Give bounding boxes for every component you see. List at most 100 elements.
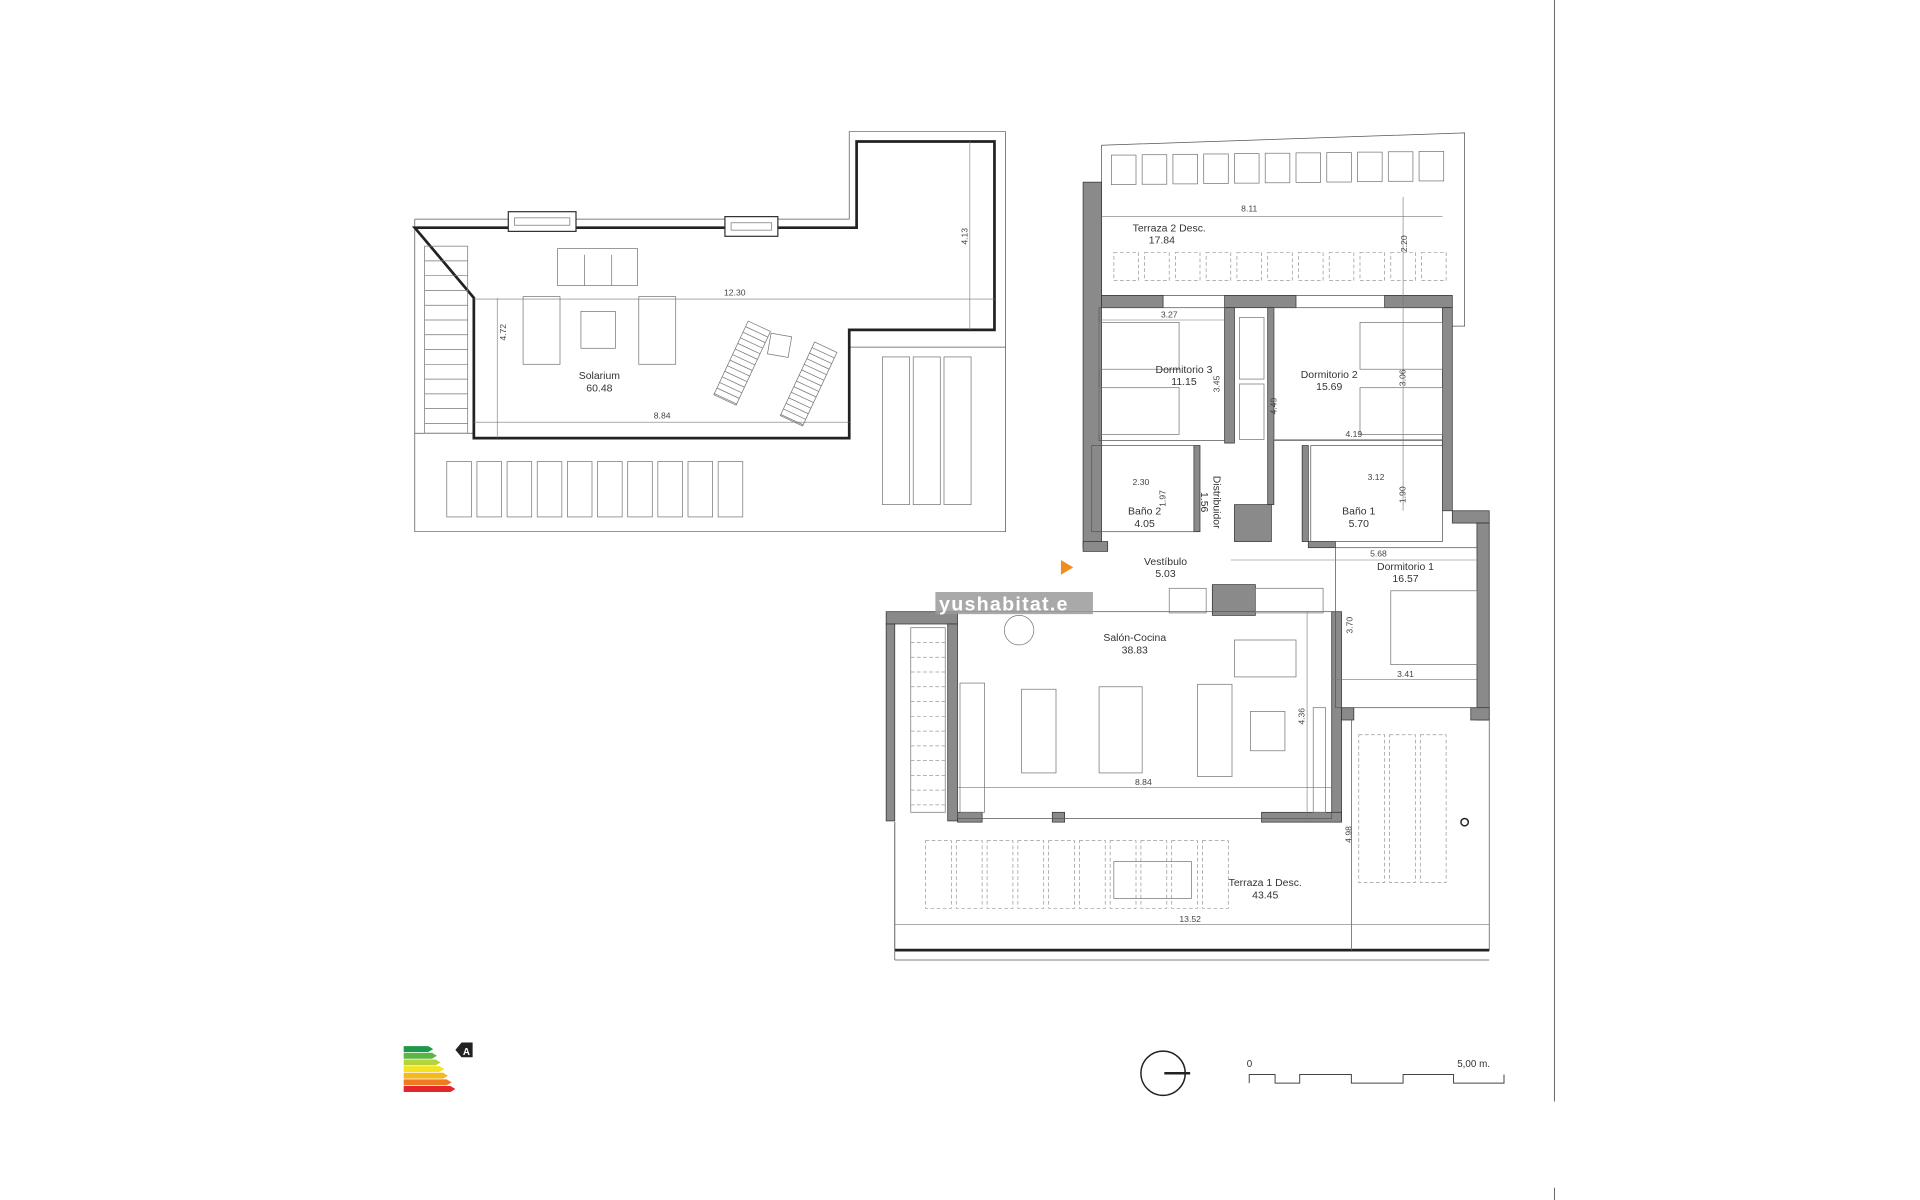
coffee-table (580, 311, 616, 349)
room-name-solarium: Solarium (579, 371, 621, 382)
dimension-label: 3.70 (1345, 617, 1355, 634)
solar-panel (446, 461, 472, 518)
scale-start-label: 0 (1247, 1059, 1253, 1070)
watermark-box (935, 592, 1093, 615)
room-name: Dormitorio 1 (1377, 562, 1434, 573)
room-name: Distribuidor (1211, 476, 1222, 529)
sun-lounger (779, 341, 838, 427)
room-area: 16.57 (1392, 574, 1418, 585)
side-table (767, 332, 793, 358)
dimension-label: 3.27 (1161, 310, 1178, 320)
pergola-slat (1418, 151, 1445, 182)
room-dormitorio-3 (1098, 307, 1225, 441)
solar-panel (536, 461, 563, 518)
dimension-label: 4.13 (959, 228, 969, 245)
room-area: 5.03 (1155, 569, 1176, 580)
solar-panel (687, 461, 713, 518)
apartment-plan: yushabitat.e Terraza 2 Desc. 17.84 Dormi… (885, 132, 1490, 961)
room-name: Terraza 2 Desc. (1133, 223, 1206, 234)
skylight (507, 211, 577, 232)
energy-class-bar (403, 1086, 456, 1092)
room-name: Dormitorio 3 (1156, 365, 1213, 376)
dimension-label: 3.45 (1212, 375, 1222, 392)
room-area: 15.69 (1316, 382, 1342, 393)
pergola-slat (1111, 154, 1137, 185)
pergola (1111, 151, 1445, 185)
scale-bar: 0 5,00 m. (1247, 1059, 1505, 1084)
energy-class-bar (403, 1052, 437, 1059)
solar-panel (597, 461, 623, 518)
energy-class-bar (403, 1079, 452, 1086)
room-area: 38.83 (1122, 646, 1148, 657)
pergola-slat (1264, 152, 1291, 184)
energy-efficiency-label (403, 1046, 456, 1092)
dimension-label: 5.68 (1370, 548, 1387, 558)
room-area: 4.05 (1134, 519, 1155, 530)
room-name: Baño 1 (1342, 506, 1375, 517)
solar-panel (657, 461, 683, 518)
energy-class-bar (403, 1072, 448, 1079)
dimension-label: 8.84 (1135, 777, 1152, 787)
energy-rating-badge: A (455, 1042, 473, 1058)
dimension-label: 3.12 (1368, 472, 1385, 482)
dimension-label: 4.49 (1268, 398, 1278, 415)
room-dormitorio-2 (1273, 307, 1443, 441)
solar-panel (717, 461, 744, 518)
room-name: Baño 2 (1128, 506, 1161, 517)
room-area: 43.45 (1252, 890, 1278, 901)
solarium-plan: 12.30 4.13 4.72 8.84 Solarium 60.48 (411, 131, 1006, 533)
armchair (638, 296, 677, 365)
drain (1460, 817, 1470, 827)
room-area-solarium: 60.48 (586, 383, 612, 394)
dimension-label: 12.30 (724, 287, 746, 297)
room-name: Vestíbulo (1144, 557, 1187, 568)
pergola-slat (1172, 153, 1198, 185)
dimension-label: 3.41 (1397, 669, 1414, 679)
stairs (910, 627, 946, 813)
solar-panel (627, 461, 653, 518)
energy-class-bar (403, 1066, 445, 1072)
solar-panel (567, 461, 593, 518)
armchair (522, 296, 561, 365)
room-area: 1.56 (1198, 492, 1209, 513)
room-bano-1 (1310, 445, 1443, 542)
entrance-arrow-icon (1060, 560, 1074, 575)
pergola-slat (1234, 153, 1260, 184)
energy-class-bar (403, 1046, 434, 1053)
room-name: Salón-Cocina (1103, 633, 1166, 644)
pergola-slat (1387, 151, 1414, 182)
sofa (557, 248, 638, 286)
scale-end-label: 5,00 m. (1457, 1059, 1490, 1070)
room-salon-cocina (957, 611, 1333, 819)
solar-panel (506, 461, 533, 518)
dimension-label: 1.90 (1398, 486, 1408, 503)
svg-text:A: A (463, 1047, 470, 1058)
north-arrow-icon (1140, 1050, 1191, 1097)
stairs (424, 245, 469, 434)
dimension-label: 8.84 (654, 410, 671, 420)
energy-class-bar (403, 1059, 441, 1066)
room-area: 5.70 (1349, 519, 1370, 530)
pergola-slat (1326, 152, 1352, 183)
solar-panels (446, 461, 744, 518)
pergola-slat (1141, 154, 1168, 185)
room-name: Dormitorio 2 (1301, 370, 1358, 381)
dimension-label: 4.36 (1297, 708, 1307, 725)
dimension-label: 4.19 (1345, 429, 1362, 439)
pergola-slat (1357, 151, 1383, 183)
solar-panel (476, 461, 502, 518)
pergola-slat (1203, 153, 1229, 184)
dimension-label: 13.52 (1179, 914, 1201, 924)
sun-lounger (713, 320, 771, 406)
dimension-label: 2.20 (1399, 235, 1409, 252)
dimension-label: 4.98 (1343, 826, 1353, 843)
pergola-slat (1295, 152, 1321, 183)
dimension-label: 8.11 (1241, 204, 1257, 214)
room-name: Terraza 1 Desc. (1229, 878, 1302, 889)
dimension-label: 4.72 (498, 324, 508, 341)
dimension-label: 1.97 (1158, 490, 1168, 507)
skylight (724, 216, 779, 237)
dimension-label: 3.06 (1398, 369, 1408, 386)
room-bano-2 (1091, 445, 1195, 533)
